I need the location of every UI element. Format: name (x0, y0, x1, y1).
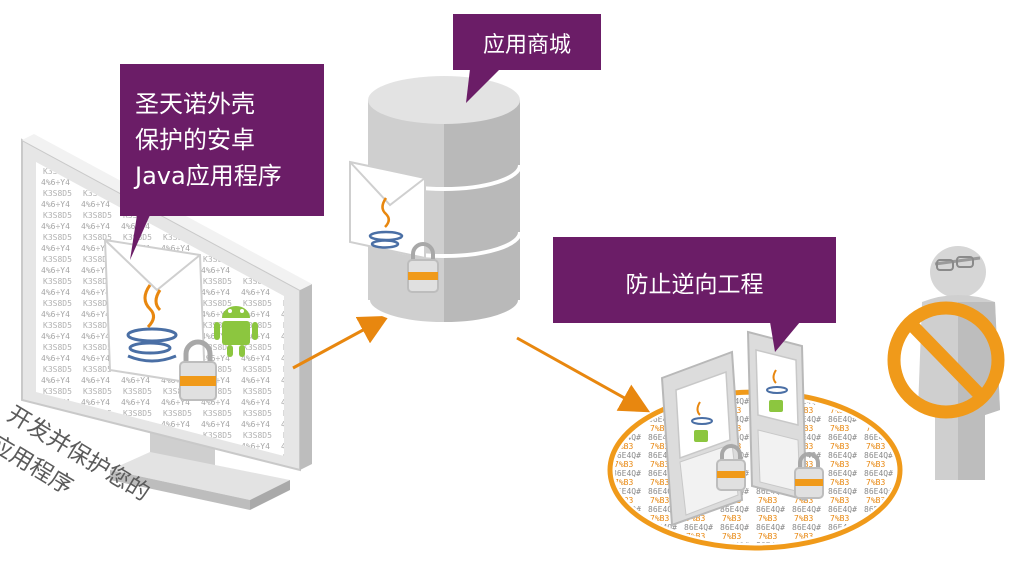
envelope-icon (349, 160, 426, 260)
padlock-icon (794, 452, 824, 499)
arrow-icon (516, 336, 651, 413)
prohibited-icon (887, 301, 1005, 419)
callout-app-store: 应用商城 (453, 14, 601, 70)
phone-icon (746, 330, 808, 502)
callout-protected-app: 圣天诺外壳 保护的安卓 Java应用程序 (120, 64, 324, 216)
arrow-icon (292, 315, 390, 370)
java-logo-icon (126, 284, 178, 363)
callout-pointer (130, 215, 150, 260)
padlock-icon (716, 444, 746, 491)
person-icon (918, 246, 1000, 480)
padlock-icon (179, 339, 217, 401)
phone-icon (660, 350, 744, 527)
callout-prevent-reverse-engineering: 防止逆向工程 (553, 237, 836, 323)
android-icon (214, 306, 258, 357)
callout-pointer (770, 322, 800, 352)
callout-prevent-reverse-engineering-text: 防止逆向工程 (625, 272, 764, 298)
java-logo-icon (368, 197, 404, 249)
callout-protected-app-text: 圣天诺外壳 保护的安卓 Java应用程序 (135, 90, 282, 190)
callout-pointer (466, 69, 500, 103)
callout-app-store-text: 应用商城 (482, 33, 571, 58)
padlock-icon (407, 242, 439, 293)
